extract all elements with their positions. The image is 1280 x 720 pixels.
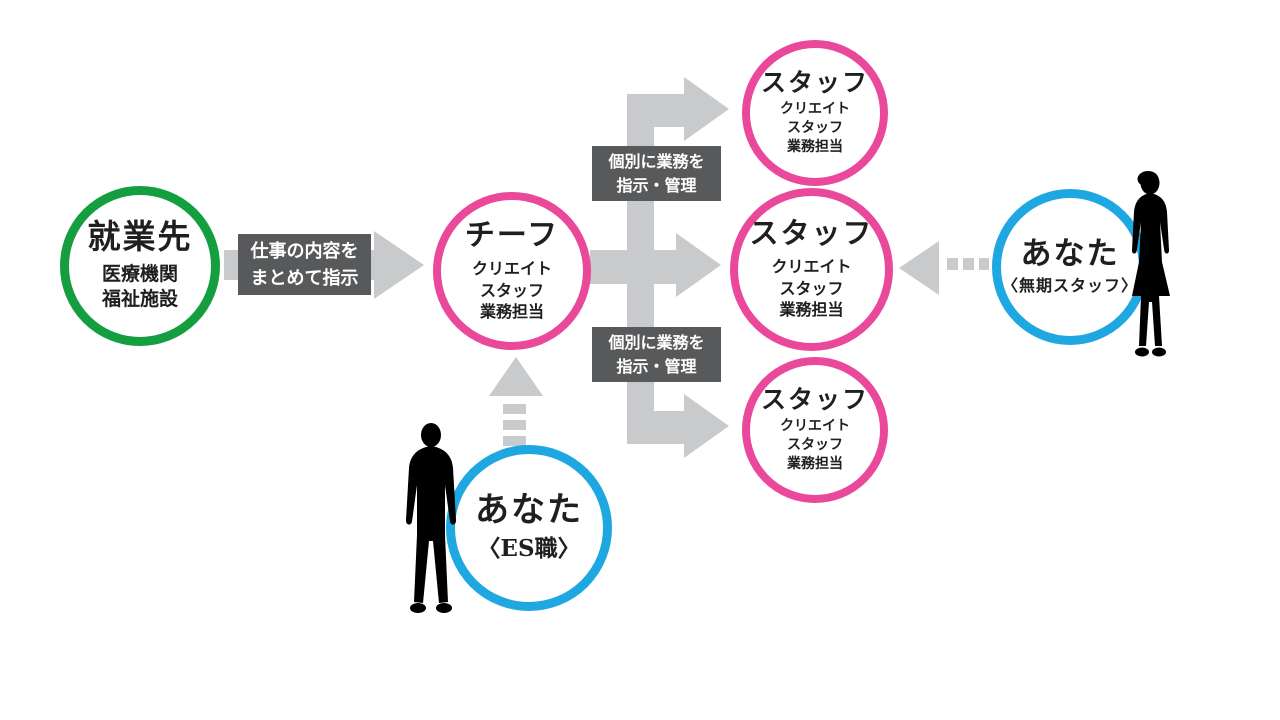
node-staff-bottom-line1: クリエイト	[780, 418, 850, 435]
arrow-workplace-to-chief-head-icon	[374, 231, 424, 299]
node-chief-line1: クリエイト	[471, 259, 552, 279]
node-workplace-title: 就業先	[87, 217, 193, 257]
dashed-arrow-you-to-chief-head-icon	[489, 357, 543, 396]
arrow-chief-to-staff-top-head-icon	[684, 77, 729, 141]
dashed-arrow-you-to-staff-dash	[963, 258, 974, 270]
arrow-chief-to-staff-top-shaft	[627, 94, 684, 127]
node-you-bottom-line1: 〈ES職〉	[477, 535, 581, 563]
node-chief-line3: 業務担当	[479, 302, 544, 322]
dashed-arrow-you-to-chief-dash	[503, 436, 526, 446]
arrow-chief-to-staff-mid-head-icon	[676, 233, 721, 297]
label-batch-instruction: 仕事の内容を まとめて指示	[238, 234, 371, 295]
node-staff-top-line1: クリエイト	[780, 101, 850, 118]
node-staff-mid: スタッフ クリエイト スタッフ 業務担当	[730, 188, 893, 351]
label-individual-bottom-line1: 個別に業務を	[608, 332, 705, 352]
label-batch-line2: まとめて指示	[250, 267, 359, 289]
node-staff-mid-line2: スタッフ	[779, 278, 844, 298]
node-chief: チーフ クリエイト スタッフ 業務担当	[433, 192, 591, 350]
node-staff-top: スタッフ クリエイト スタッフ 業務担当	[742, 40, 888, 186]
node-you-bottom-title: あなた	[475, 489, 583, 530]
node-chief-line2: スタッフ	[479, 280, 544, 300]
man-silhouette-icon	[405, 423, 457, 613]
node-staff-top-title: スタッフ	[760, 67, 869, 97]
node-chief-title: チーフ	[464, 218, 560, 254]
node-staff-mid-line3: 業務担当	[779, 300, 844, 320]
node-staff-top-line2: スタッフ	[787, 120, 843, 137]
node-staff-bottom-title: スタッフ	[760, 384, 869, 414]
label-individual-instruction-bottom: 個別に業務を 指示・管理	[592, 327, 721, 382]
node-staff-mid-line1: クリエイト	[771, 257, 852, 277]
dashed-arrow-you-to-staff-dash	[947, 258, 958, 270]
node-you-right-title: あなた	[1020, 236, 1120, 273]
dashed-arrow-you-to-staff-dash	[979, 258, 989, 270]
node-you-es-position: あなた 〈ES職〉	[446, 445, 612, 611]
arrow-chief-to-staff-mid-shaft	[590, 250, 676, 284]
node-workplace-line1: 医療機関	[101, 262, 178, 285]
node-you-right-line1: 〈無期スタッフ〉	[1001, 276, 1138, 296]
arrow-chief-to-staff-bottom-shaft	[627, 411, 684, 444]
dashed-arrow-you-to-staff-head-icon	[899, 241, 939, 295]
node-workplace: 就業先 医療機関 福祉施設	[60, 186, 220, 346]
label-individual-bottom-line2: 指示・管理	[616, 356, 697, 376]
node-staff-bottom-line3: 業務担当	[787, 456, 843, 473]
dashed-arrow-you-to-chief-dash	[503, 404, 526, 414]
node-staff-top-line3: 業務担当	[787, 139, 843, 156]
label-individual-top-line1: 個別に業務を	[608, 151, 705, 171]
label-individual-instruction-top: 個別に業務を 指示・管理	[592, 146, 721, 201]
woman-silhouette-icon	[1131, 171, 1170, 357]
label-individual-top-line2: 指示・管理	[616, 175, 697, 195]
node-workplace-line2: 福祉施設	[101, 288, 178, 311]
dashed-arrow-you-to-chief-dash	[503, 420, 526, 430]
arrow-chief-to-staff-bottom-head-icon	[684, 394, 729, 458]
node-staff-bottom-line2: スタッフ	[787, 437, 843, 454]
node-staff-mid-title: スタッフ	[749, 216, 874, 251]
node-staff-bottom: スタッフ クリエイト スタッフ 業務担当	[742, 357, 888, 503]
label-batch-line1: 仕事の内容を	[250, 240, 359, 262]
